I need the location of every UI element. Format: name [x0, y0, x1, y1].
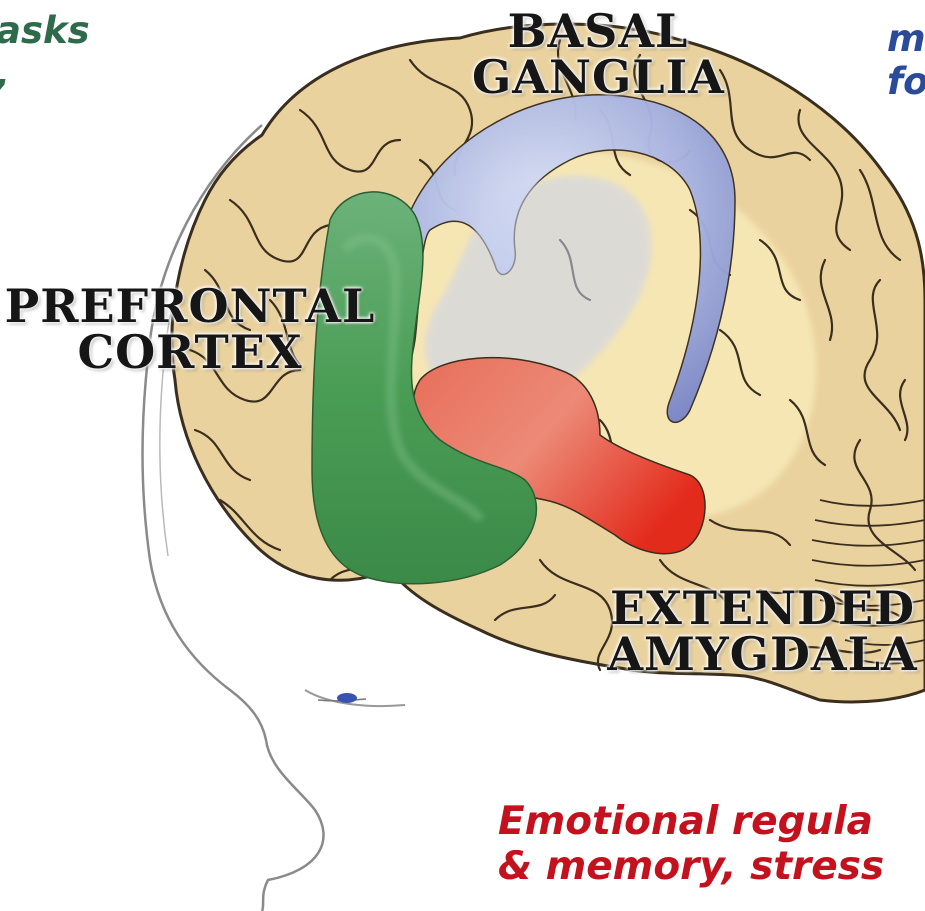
caption-reward-line2: fo	[887, 61, 925, 104]
label-prefrontal-cortex: Prefrontal Cortex	[0, 283, 380, 375]
caption-executive-line1: asks	[0, 9, 90, 52]
caption-emotion-line2: & memory, stress	[498, 845, 884, 890]
label-basal-ganglia: Basal Ganglia	[472, 8, 724, 100]
label-basal-line1: Basal	[472, 8, 724, 54]
label-pfc-line1: Prefrontal	[0, 283, 380, 329]
label-pfc-line2: Cortex	[0, 329, 380, 375]
caption-executive: asks ,	[0, 10, 90, 95]
caption-executive-line2: ,	[0, 53, 90, 96]
label-amyg-line2: Amygdala	[600, 631, 925, 677]
caption-emotion: Emotional regula & memory, stress	[498, 800, 884, 890]
caption-emotion-line1: Emotional regula	[498, 800, 884, 845]
label-extended-amygdala: Extended Amygdala	[600, 585, 925, 677]
label-basal-line2: Ganglia	[472, 54, 724, 100]
caption-reward-line1: m	[887, 18, 925, 61]
eye-icon	[305, 690, 405, 706]
caption-reward: m fo	[887, 18, 925, 103]
label-amyg-line1: Extended	[600, 585, 925, 631]
